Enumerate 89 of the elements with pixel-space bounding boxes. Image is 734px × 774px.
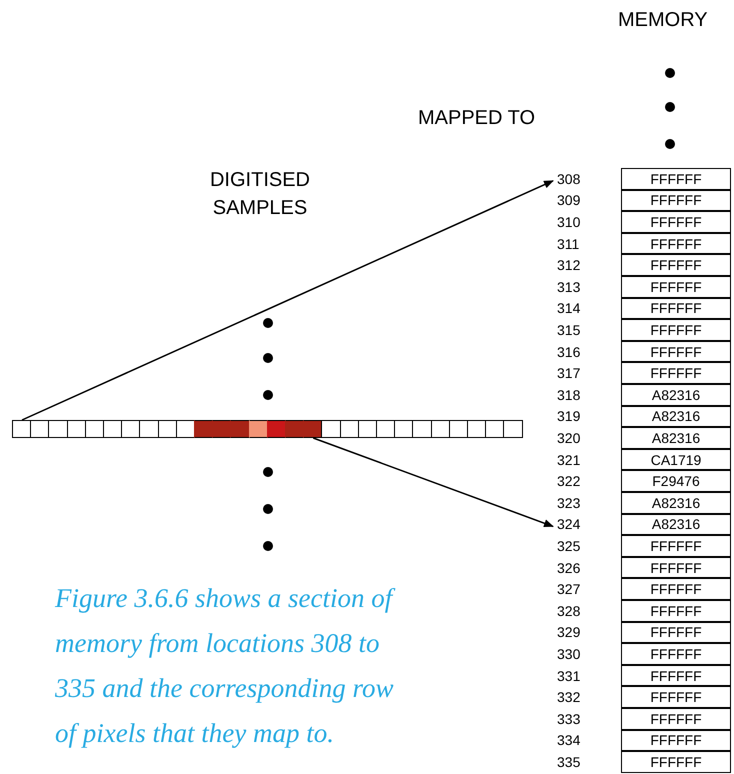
address-label: 323 (557, 494, 580, 511)
memory-cell: FFFFFF (621, 340, 731, 362)
address-label: 317 (557, 365, 580, 382)
pixel-cell (412, 420, 432, 438)
address-label: 315 (557, 322, 580, 338)
address-label: 324 (557, 516, 580, 532)
memory-cell: FFFFFF (621, 578, 731, 600)
pixel-cell (303, 420, 322, 438)
address-label: 309 (557, 192, 580, 208)
memory-cell: FFFFFF (621, 622, 731, 644)
memory-cell: F29476 (621, 470, 731, 492)
memory-cell: FFFFFF (621, 362, 731, 384)
address-label: 331 (557, 668, 580, 684)
pixel-cell (248, 420, 268, 438)
pixel-cell (467, 420, 486, 438)
memory-cell: A82316 (621, 406, 731, 428)
address-label: 328 (557, 602, 580, 619)
arrow (22, 180, 554, 421)
address-label: 329 (557, 624, 580, 640)
heading-label: MEMORY (618, 8, 709, 33)
address-label: 308 (557, 170, 580, 187)
memory-cell: FFFFFF (621, 556, 731, 578)
memory-cell: A82316 (621, 492, 731, 514)
address-label: 326 (557, 560, 580, 576)
address-label: 333 (557, 710, 580, 727)
address-label: 316 (557, 344, 580, 360)
pixel-cell (176, 420, 195, 438)
address-label: 332 (557, 689, 580, 706)
address-label: 322 (557, 473, 580, 490)
heading-label: MAPPED TO (418, 106, 536, 131)
memory-cell: CA1719 (621, 448, 731, 470)
pixel-cell (448, 420, 468, 438)
pixel-cell (158, 420, 177, 438)
memory-cell: FFFFFF (621, 643, 731, 665)
address-label: 334 (557, 732, 580, 748)
arrow (312, 437, 554, 528)
pixel-cell (266, 420, 286, 438)
memory-cell: FFFFFF (621, 730, 731, 752)
pixel-cell (503, 420, 523, 438)
memory-cell: FFFFFF (621, 751, 731, 773)
memory-cell: FFFFFF (621, 535, 731, 557)
address-label: 330 (557, 646, 580, 662)
address-label: 335 (557, 754, 580, 770)
memory-cell: FFFFFF (621, 600, 731, 622)
memory-cell: FFFFFF (621, 686, 731, 708)
caption: Figure 3.6.6 shows a section of memory from locations 308 to 335 and the corresponding row of pixels that they map to. (55, 582, 396, 750)
pixel-cell (30, 420, 50, 438)
pixel-cell (194, 420, 214, 438)
pixel-cell (340, 420, 359, 438)
pixel-cell (376, 420, 396, 438)
address-label: 318 (557, 386, 580, 403)
memory-cell: FFFFFF (621, 168, 731, 190)
memory-cell: FFFFFF (621, 190, 731, 212)
memory-cell: A82316 (621, 427, 731, 449)
pixel-cell (394, 420, 414, 438)
address-label: 325 (557, 538, 580, 554)
address-label: 319 (557, 408, 580, 424)
pixel-cell (48, 420, 68, 438)
memory-cell: FFFFFF (621, 276, 731, 298)
memory-cell: FFFFFF (621, 319, 731, 341)
pixel-cell (12, 420, 32, 438)
memory-cell: FFFFFF (621, 664, 731, 686)
pixel-cell (321, 420, 341, 438)
address-label: 310 (557, 214, 580, 230)
address-label: 321 (557, 452, 580, 468)
pixel-cell (430, 420, 450, 438)
memory-cell: FFFFFF (621, 254, 731, 276)
memory-cell: FFFFFF (621, 298, 731, 320)
memory-cell: A82316 (621, 384, 731, 406)
pixel-cell (485, 420, 504, 438)
memory-cell: A82316 (621, 514, 731, 536)
memory-cell: FFFFFF (621, 232, 731, 254)
pixel-cell (121, 420, 140, 438)
address-label: 313 (557, 278, 580, 295)
pixel-cell (358, 420, 377, 438)
pixel-cell (66, 420, 86, 438)
pixel-cell (139, 420, 159, 438)
address-label: 320 (557, 430, 580, 446)
address-label: 314 (557, 300, 580, 316)
pixel-cell (285, 420, 304, 438)
heading-label: DIGITISED SAMPLES (208, 168, 311, 221)
pixel-cell (103, 420, 122, 438)
address-label: 311 (557, 236, 580, 252)
pixel-cell (230, 420, 250, 438)
pixel-cell (84, 420, 104, 438)
memory-cell: FFFFFF (621, 211, 731, 233)
address-label: 312 (557, 257, 580, 274)
address-label: 327 (557, 581, 580, 598)
memory-cell: FFFFFF (621, 708, 731, 730)
